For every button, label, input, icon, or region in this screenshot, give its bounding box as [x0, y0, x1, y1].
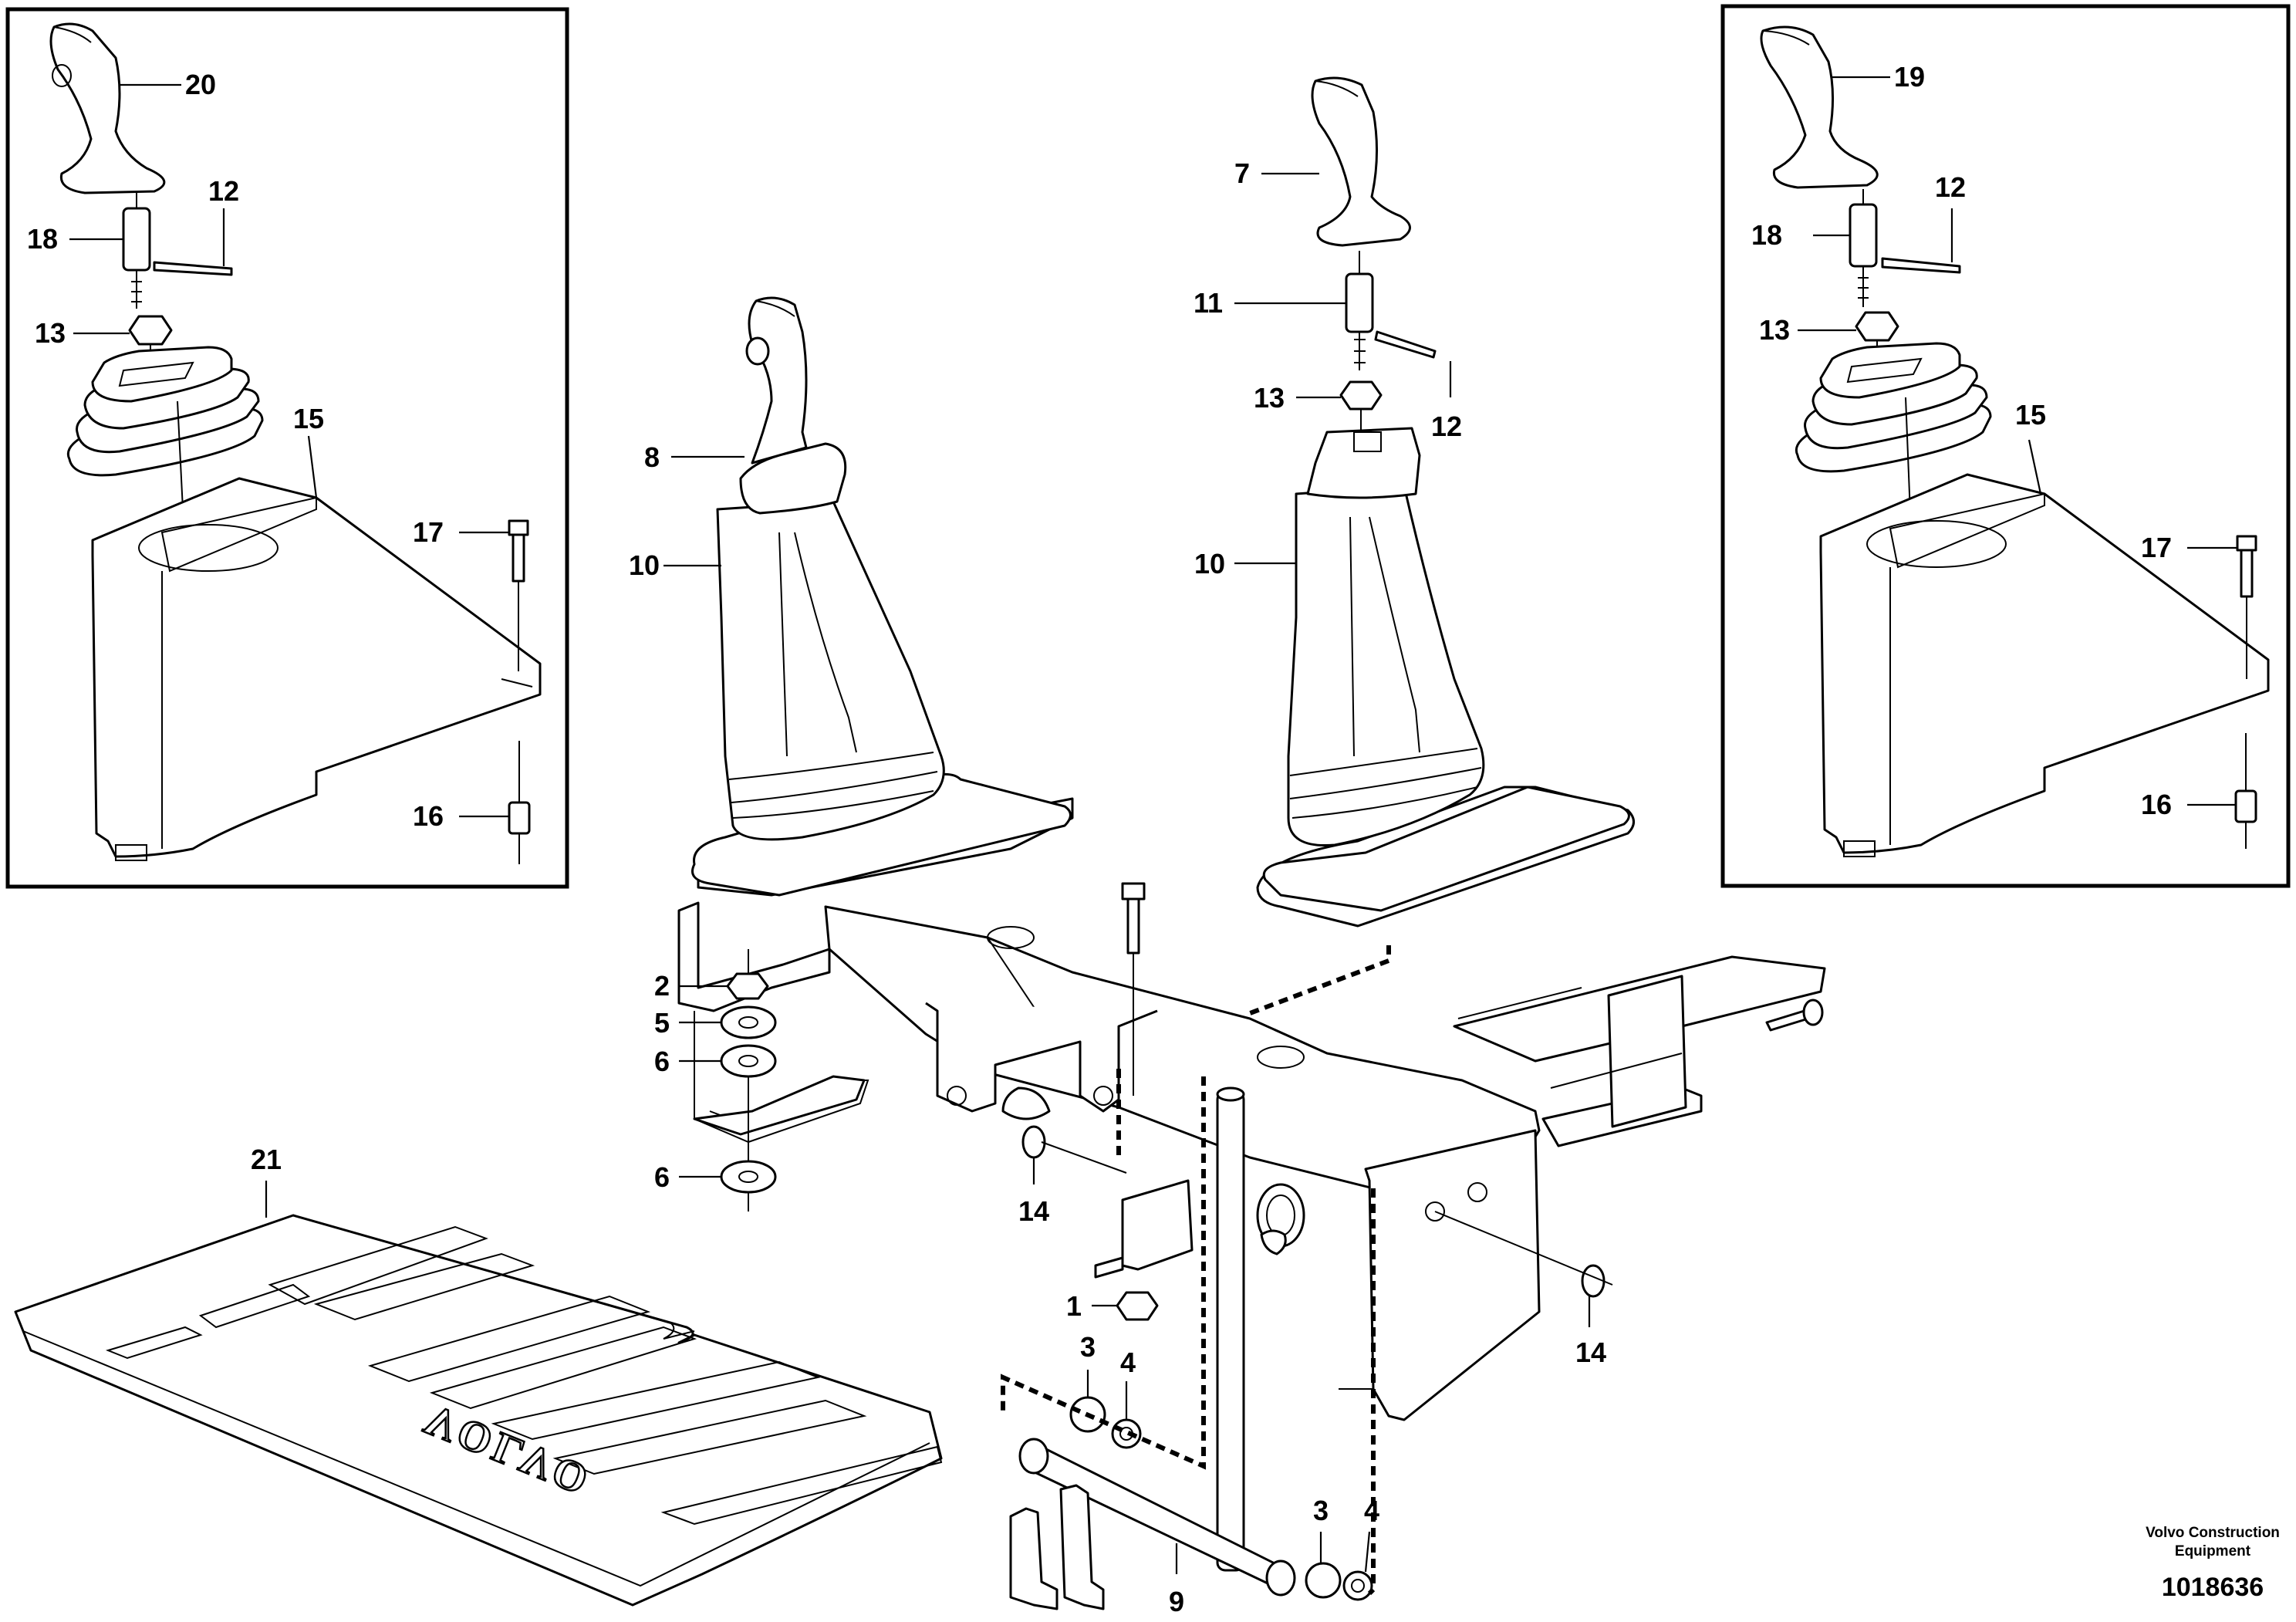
- bolt-17-right: [2236, 535, 2257, 679]
- nut-13-left: [128, 315, 173, 346]
- label-12-left: 12: [208, 175, 239, 207]
- dashed-links: [1001, 945, 1391, 1596]
- label-10-right: 10: [1194, 548, 1225, 580]
- left-inset-frame: [5, 7, 569, 889]
- washer-5: [720, 1005, 777, 1039]
- lever-assembly-right: [1256, 76, 1635, 928]
- label-13-center: 13: [1254, 382, 1285, 414]
- label-13-right: 13: [1759, 314, 1790, 346]
- extension-18-right: [1849, 189, 1878, 307]
- label-4-upper: 4: [1120, 1347, 1136, 1378]
- washer-4-lower: [1342, 1570, 1373, 1601]
- label-20: 20: [185, 69, 216, 100]
- document-number: 1018636: [2162, 1573, 2264, 1602]
- label-18-right: 18: [1751, 219, 1782, 251]
- label-8: 8: [644, 441, 660, 473]
- label-10-left: 10: [629, 549, 660, 581]
- center-leaders: [265, 172, 1591, 1574]
- left-inset: 20 12 18 13 15 17 16: [5, 7, 569, 889]
- pin-12-right: [1881, 257, 1961, 274]
- company-line-2: Equipment: [2175, 1543, 2251, 1559]
- label-13-left: 13: [35, 317, 66, 349]
- bolt-17-left: [508, 519, 529, 671]
- washer-6-lower: [720, 1160, 777, 1194]
- label-15-right: 15: [2015, 399, 2046, 431]
- nut-2: [726, 972, 769, 1000]
- label-16-right: 16: [2141, 789, 2172, 820]
- bushing-16-right: [2234, 733, 2257, 849]
- label-14-right: 14: [1575, 1336, 1606, 1368]
- lever-assembly-left: [691, 296, 1074, 897]
- label-18-left: 18: [27, 223, 58, 255]
- bushing-16-left: [508, 741, 531, 864]
- footer: Volvo Construction Equipment 1018636: [2146, 1525, 2280, 1602]
- label-3-upper: 3: [1080, 1331, 1096, 1363]
- company-line-1: Volvo Construction: [2146, 1525, 2280, 1541]
- floor-mat: VOLVO: [14, 1214, 943, 1607]
- label-16-left: 16: [413, 800, 444, 832]
- label-7: 7: [1234, 157, 1250, 189]
- label-11: 11: [1194, 287, 1223, 319]
- clip-14-left: [1021, 1125, 1046, 1159]
- label-2: 2: [654, 970, 670, 1002]
- nut-13-center: [1339, 380, 1383, 411]
- label-1: 1: [1066, 1290, 1082, 1322]
- nut-13-right: [1855, 311, 1899, 342]
- label-3-lower: 3: [1313, 1495, 1329, 1526]
- boot-left: [67, 346, 264, 477]
- label-6-upper: 6: [654, 1046, 670, 1077]
- center-labels: 8 10 7 11 12 13 10 2 5 6 6 14 1 3 4 9 3 …: [251, 157, 1606, 1617]
- label-14-left: 14: [1018, 1195, 1049, 1227]
- pin-12-left: [153, 261, 233, 276]
- main-frame: [677, 882, 1826, 1610]
- boot-right: [1795, 342, 1992, 473]
- label-4-lower: 4: [1364, 1495, 1379, 1526]
- label-21: 21: [251, 1144, 282, 1175]
- console-right: [1819, 473, 2270, 857]
- handle-19: [1760, 25, 1879, 189]
- label-5: 5: [654, 1007, 670, 1039]
- right-inset: 19 12 18 13 15 17 16: [1720, 4, 2291, 888]
- label-12-center: 12: [1431, 411, 1462, 442]
- label-9: 9: [1169, 1586, 1184, 1617]
- label-17-left: 17: [413, 516, 444, 548]
- right-inset-frame: [1720, 4, 2291, 888]
- label-15-left: 15: [293, 403, 324, 434]
- console-left: [91, 477, 542, 861]
- label-6-lower: 6: [654, 1161, 670, 1193]
- label-17-right: 17: [2141, 532, 2172, 563]
- label-12-right: 12: [1935, 171, 1966, 203]
- clip-14-right: [1581, 1264, 1606, 1298]
- nut-1: [1116, 1291, 1159, 1321]
- washer-6-upper: [720, 1044, 777, 1078]
- handle-20: [49, 22, 166, 194]
- washer-4-upper: [1111, 1418, 1142, 1449]
- label-19: 19: [1894, 61, 1925, 93]
- bushing-3-lower: [1305, 1562, 1342, 1599]
- extension-18-left: [122, 193, 151, 309]
